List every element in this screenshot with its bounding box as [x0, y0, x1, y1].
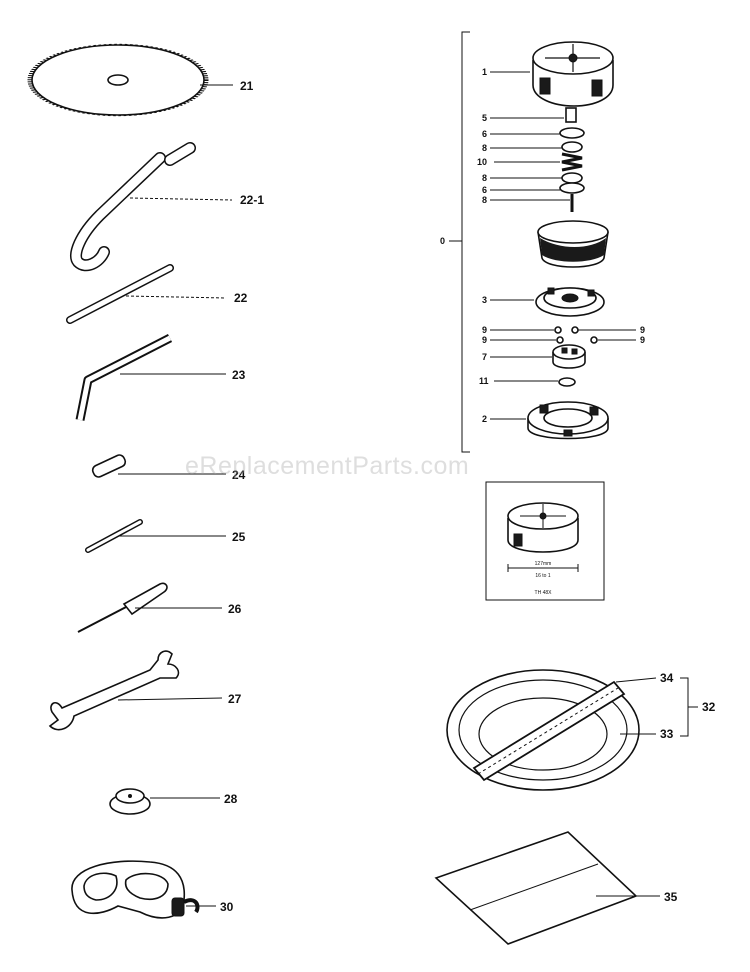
leader-27	[117, 697, 223, 701]
callout-32: 32	[702, 700, 716, 714]
callout-22-1: 22-1	[240, 193, 264, 207]
callout-8-upper: 8	[482, 143, 487, 153]
screwdriver-part[interactable]	[77, 582, 168, 633]
callout-9-a: 9	[482, 325, 487, 335]
callout-8-lower: 8	[482, 195, 487, 205]
spool-base-part[interactable]	[535, 287, 605, 317]
nut-middle-part[interactable]	[561, 172, 583, 184]
callout-9-b: 9	[482, 335, 487, 345]
line-spool-part[interactable]	[537, 220, 609, 268]
housing-bottom-part[interactable]	[527, 401, 609, 440]
callout-8-middle: 8	[482, 173, 487, 183]
cap-part[interactable]	[109, 788, 151, 815]
small-washer-part[interactable]	[558, 377, 576, 387]
spring-part[interactable]	[561, 152, 583, 172]
washer-lower-part[interactable]	[559, 182, 585, 194]
saw-blade-part[interactable]	[27, 43, 209, 117]
socket-part[interactable]	[91, 453, 127, 478]
callout-23: 23	[232, 368, 246, 382]
callout-6-upper: 6	[482, 129, 487, 139]
trimmer-head-top-part[interactable]	[532, 41, 614, 107]
callout-25: 25	[232, 530, 246, 544]
callout-7: 7	[482, 352, 487, 362]
leader-22-1	[129, 197, 233, 201]
callout-10: 10	[477, 157, 487, 167]
callout-1: 1	[482, 67, 487, 77]
watermark-text: eReplacementParts.com	[185, 452, 470, 480]
callout-0: 0	[440, 236, 445, 246]
goggles-part[interactable]	[71, 860, 200, 919]
hub-part[interactable]	[552, 344, 586, 369]
j-tool-part[interactable]	[70, 142, 196, 272]
bracket-32	[680, 677, 689, 737]
callout-9-d: 9	[640, 335, 645, 345]
callout-30: 30	[220, 900, 234, 914]
nut-upper-part[interactable]	[561, 141, 583, 153]
inset-dimension: 127mm	[535, 561, 552, 567]
callout-35: 35	[664, 890, 678, 904]
callout-22: 22	[234, 291, 248, 305]
inset-model: TH 48X	[535, 590, 553, 596]
ring-strap-part[interactable]	[446, 669, 640, 791]
inset-ratio: 16 to 1	[535, 573, 551, 579]
rod-part[interactable]	[66, 264, 174, 324]
callout-21: 21	[240, 79, 254, 93]
callout-33: 33	[660, 727, 674, 741]
wrench-part[interactable]	[48, 650, 180, 731]
callout-24: 24	[232, 468, 246, 482]
callout-5: 5	[482, 113, 487, 123]
assembly-bracket	[461, 31, 470, 453]
manual-part[interactable]	[434, 831, 638, 945]
callout-28: 28	[224, 792, 238, 806]
callout-6-lower: 6	[482, 185, 487, 195]
bolt-part[interactable]	[565, 107, 577, 123]
callout-3: 3	[482, 295, 487, 305]
leader-34	[615, 677, 657, 683]
pin-part[interactable]	[85, 519, 143, 553]
callout-11: 11	[479, 376, 489, 386]
hex-key-part[interactable]	[75, 333, 173, 421]
washer-upper-part[interactable]	[559, 127, 585, 139]
callout-26: 26	[228, 602, 242, 616]
callout-27: 27	[228, 692, 242, 706]
ball-bearings-part[interactable]	[554, 326, 598, 344]
callout-34: 34	[660, 671, 674, 685]
callout-2: 2	[482, 414, 487, 424]
callout-9-c: 9	[640, 325, 645, 335]
leader-22	[125, 295, 227, 299]
model-inset: 127mm 16 to 1 TH 48X	[485, 481, 605, 601]
